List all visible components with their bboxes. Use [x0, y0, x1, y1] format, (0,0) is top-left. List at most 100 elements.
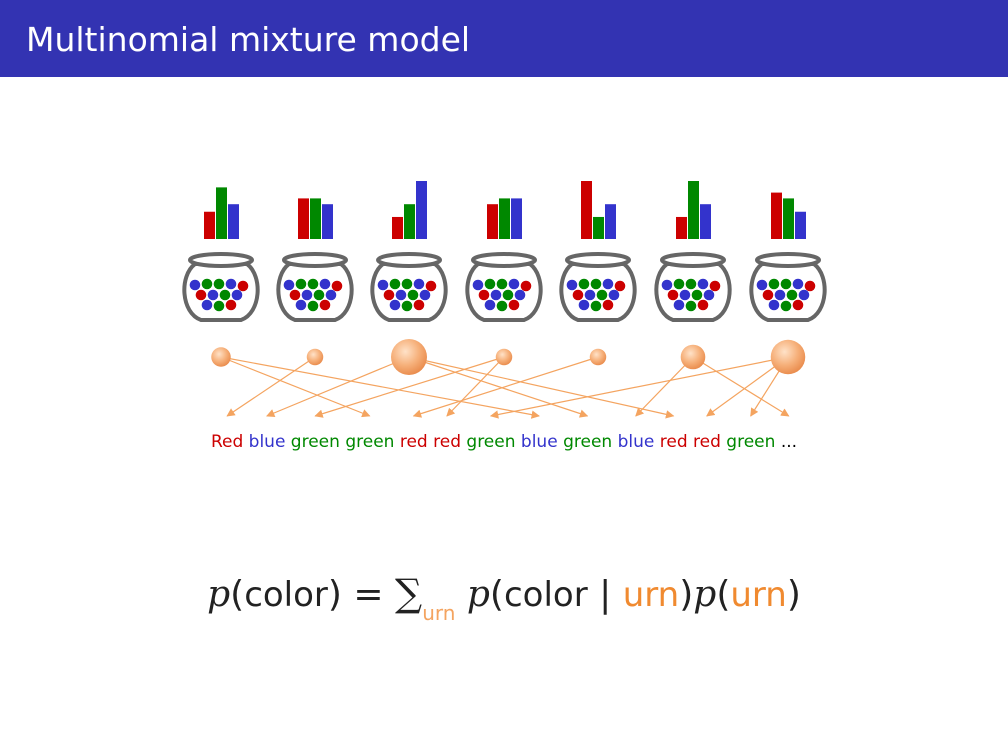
urn-ball-blue — [325, 289, 337, 301]
sequence-token: red — [688, 432, 721, 452]
formula-equals: = — [353, 574, 384, 615]
urn-ball-blue — [377, 279, 389, 291]
urn-ball-red — [520, 280, 532, 292]
histogram-bar-red — [392, 216, 403, 239]
sequence-token: ... — [775, 432, 797, 452]
urn-ball-red — [331, 280, 343, 292]
histogram-bar-red — [487, 204, 498, 239]
urn-ball-green — [219, 289, 231, 301]
urn-ball-blue — [201, 299, 213, 311]
urn-ball-blue — [207, 289, 219, 301]
urn — [276, 252, 354, 322]
assignment-arrow — [266, 356, 410, 417]
histogram-bar-red — [298, 198, 309, 239]
urn-ball-green — [780, 278, 792, 290]
color-sequence: Red blue green green red red green blue … — [211, 432, 797, 452]
urn-ball-blue — [319, 278, 331, 290]
urn-ball-red — [237, 280, 249, 292]
sequence-token: green — [461, 432, 516, 452]
assignment-arrow — [314, 356, 505, 418]
histogram-bar-blue — [700, 204, 711, 239]
sequence-token: Red — [211, 432, 243, 452]
urn-weight-ball — [306, 348, 324, 366]
urn-ball-green — [389, 278, 401, 290]
urn-ball-green — [590, 300, 602, 312]
sequence-token: blue — [516, 432, 558, 452]
urn-rim — [376, 252, 442, 268]
slide-title: Multinomial mixture model — [26, 20, 471, 59]
urn-ball-green — [401, 300, 413, 312]
urn-ball-blue — [514, 289, 526, 301]
urn-ball-green — [213, 300, 225, 312]
assignment-arrow — [635, 356, 694, 417]
urn-ball-green — [295, 278, 307, 290]
urn-ball-blue — [231, 289, 243, 301]
urn-weight-ball — [495, 348, 513, 366]
urn-ball-blue — [389, 299, 401, 311]
histogram-bar-red — [771, 192, 782, 239]
histogram-bar-green — [593, 216, 604, 239]
urn-ball-red — [572, 289, 584, 301]
urn-ball-red — [425, 280, 437, 292]
assignment-arrow — [408, 356, 589, 418]
urn-ball-blue — [703, 289, 715, 301]
urn-ball-blue — [301, 289, 313, 301]
sequence-token: green — [285, 432, 340, 452]
urn-ball-red — [804, 280, 816, 292]
urn-ball-blue — [661, 279, 673, 291]
formula-lhs-p: p — [207, 574, 231, 615]
sequence-token: blue — [612, 432, 654, 452]
urn-ball-green — [307, 300, 319, 312]
assignment-arrow — [446, 356, 505, 417]
assignment-arrow — [220, 356, 540, 419]
urn-rim — [755, 252, 821, 268]
urn-weight-ball — [391, 339, 427, 375]
formula-rparen-3: ) — [786, 574, 801, 615]
urn-rim — [565, 252, 631, 268]
urn — [654, 252, 732, 322]
urn-ball-green — [213, 278, 225, 290]
urn-ball-red — [709, 280, 721, 292]
urn-ball-red — [195, 289, 207, 301]
assignment-arrows — [220, 356, 790, 419]
assignment-arrow — [408, 356, 675, 419]
urn-ball-blue — [225, 278, 237, 290]
formula-rparen-2: ) — [679, 574, 694, 615]
urn-ball-red — [289, 289, 301, 301]
histogram-bar-red — [676, 216, 687, 239]
urn-ball-blue — [584, 289, 596, 301]
urn-ball-blue — [472, 279, 484, 291]
urn-ball-blue — [608, 289, 620, 301]
urn-ball-blue — [578, 299, 590, 311]
mixture-formula: p(color) = ∑urn p(color | urn)p(urn) — [0, 570, 1008, 625]
formula-bar: | — [599, 574, 612, 615]
urn-ball-blue — [602, 278, 614, 290]
urn-ball-blue — [774, 289, 786, 301]
urn-ball-red — [319, 299, 331, 311]
urn-ball-blue — [490, 289, 502, 301]
histogram-bar-red — [581, 181, 592, 239]
urn-ball-blue — [508, 278, 520, 290]
urn-ball-green — [407, 289, 419, 301]
urn-ball-green — [786, 289, 798, 301]
histogram-bar-green — [216, 187, 227, 239]
urn-ball-blue — [395, 289, 407, 301]
urn-ball-blue — [484, 299, 496, 311]
histogram-bar-blue — [322, 204, 333, 239]
histogram-bar-blue — [228, 204, 239, 239]
urn-ball-green — [201, 278, 213, 290]
assignment-arrow — [489, 356, 789, 419]
urn-ball-green — [401, 278, 413, 290]
urn-ball-blue — [697, 278, 709, 290]
formula-sum: ∑ — [395, 571, 423, 615]
urn-ball-red — [792, 299, 804, 311]
urn-ball-green — [685, 300, 697, 312]
urn — [465, 252, 543, 322]
urn-ball-blue — [413, 278, 425, 290]
formula-sum-sub: urn — [422, 601, 456, 625]
histogram-bar-red — [204, 211, 215, 239]
urn-ball-blue — [768, 299, 780, 311]
urn-weight-ball — [770, 339, 806, 375]
urn — [749, 252, 827, 322]
